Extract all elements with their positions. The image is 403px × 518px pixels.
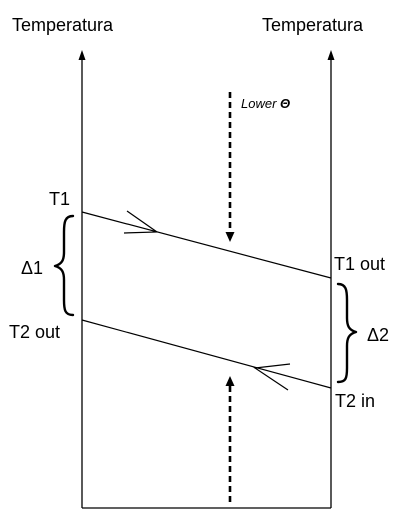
right-axis-arrowhead bbox=[327, 50, 335, 60]
theta-symbol: Θ bbox=[280, 96, 290, 111]
downward-arrowhead bbox=[225, 232, 235, 242]
delta1-label: Δ1 bbox=[21, 258, 43, 278]
cold-stream-line bbox=[81, 319, 332, 389]
left-axis-title: Temperatura bbox=[12, 15, 114, 35]
hot-stream-line bbox=[81, 211, 332, 279]
delta2-label: Δ2 bbox=[367, 325, 389, 345]
hot-stream-arrow bbox=[123, 210, 159, 234]
right-brace bbox=[336, 282, 358, 384]
right-axis-title: Temperatura bbox=[262, 15, 364, 35]
left-brace bbox=[53, 214, 75, 317]
upward-arrowhead bbox=[225, 376, 235, 386]
t1-out-label: T1 out bbox=[334, 254, 385, 274]
lower-theta-text: Lower bbox=[241, 96, 280, 111]
cold-stream-arrow bbox=[253, 363, 291, 391]
t1-label: T1 bbox=[49, 189, 70, 209]
t2-in-label: T2 in bbox=[335, 391, 375, 411]
t2-out-label: T2 out bbox=[9, 322, 60, 342]
lower-theta-label: Lower Θ bbox=[241, 96, 290, 111]
left-axis-arrowhead bbox=[78, 50, 86, 60]
